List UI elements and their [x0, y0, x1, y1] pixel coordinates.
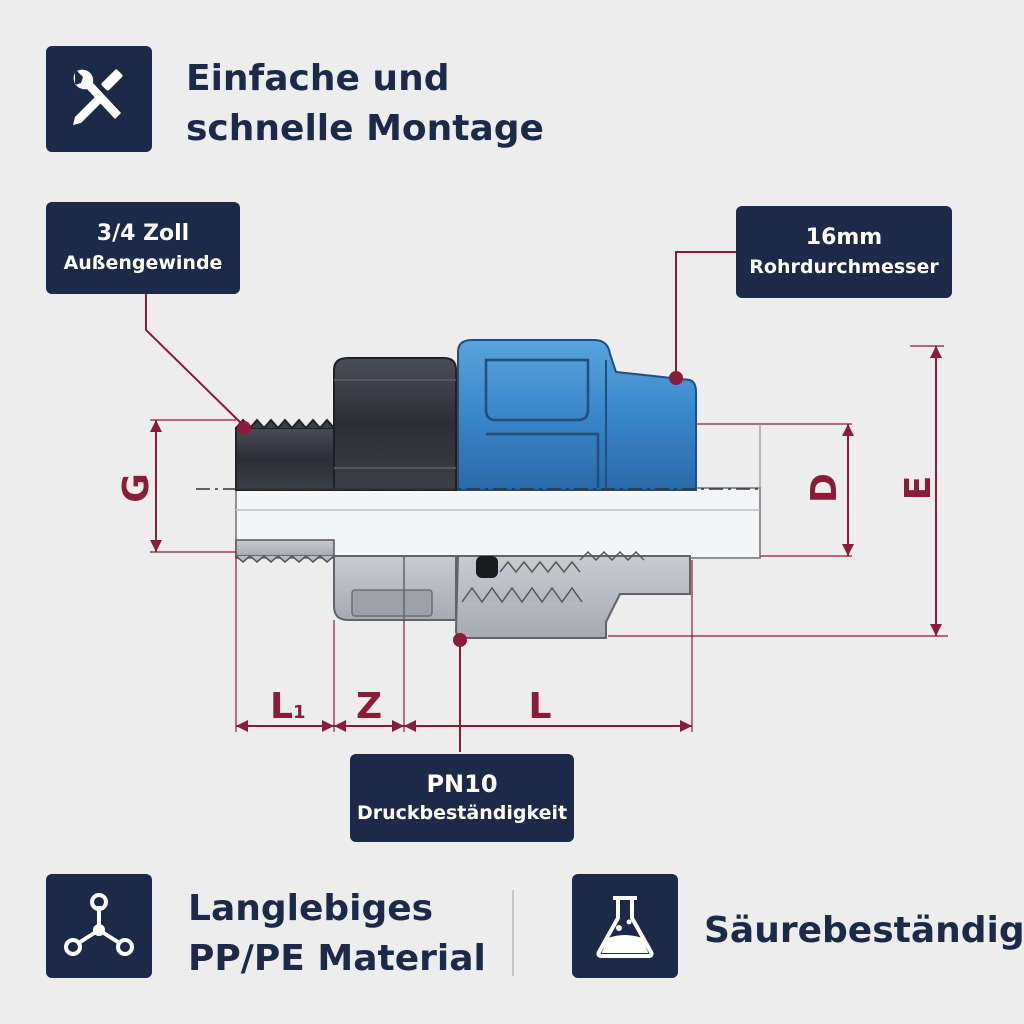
callout-thread-line2: Außengewinde: [63, 252, 223, 274]
dim-label-l1-main: L: [270, 686, 293, 727]
callout-pipe-line2: Rohrdurchmesser: [749, 256, 939, 278]
dim-label-z: Z: [356, 686, 382, 727]
assembly-icon-box: [46, 46, 152, 152]
feature-assembly-line1: Einfache und: [186, 58, 450, 99]
feature-acid-text: Säurebeständig: [704, 906, 1024, 956]
wrench-screwdriver-icon: [73, 69, 123, 125]
callout-thread: 3/4 Zoll Außengewinde: [46, 202, 240, 294]
dim-label-l1-sub: 1: [293, 702, 306, 723]
flask-icon: [596, 896, 654, 958]
feature-acid-label: Säurebeständig: [704, 910, 1024, 951]
callout-thread-line1: 3/4 Zoll: [96, 221, 190, 246]
dim-label-e: E: [898, 476, 939, 501]
dim-label-l1: L1: [270, 686, 305, 727]
callout-pressure-line1: PN10: [426, 770, 498, 798]
dim-label-d: D: [804, 473, 845, 503]
callout-pipe-line1: 16mm: [805, 225, 883, 250]
feature-material-line1: Langlebiges: [188, 888, 434, 929]
callout-dots: [237, 371, 683, 647]
feature-assembly-text: Einfache und schnelle Montage: [186, 54, 544, 154]
acid-icon-box: [572, 874, 678, 978]
dim-label-g: G: [116, 473, 157, 503]
dim-label-l: L: [529, 686, 552, 727]
callout-leaders: [145, 251, 736, 752]
material-icon-box: [46, 874, 152, 978]
hex-body: [333, 357, 457, 621]
dimension-arrows: [150, 346, 942, 732]
cutaway-section: [403, 550, 691, 639]
feature-material-line2: PP/PE Material: [188, 938, 486, 979]
threaded-nipple: [235, 418, 335, 563]
callout-pipe-diameter: 16mm Rohrdurchmesser: [736, 206, 952, 298]
dimension-lines: [150, 345, 948, 732]
feature-divider: [512, 890, 514, 976]
feature-assembly-line2: schnelle Montage: [186, 108, 544, 149]
blue-clamp-nut: [457, 339, 697, 491]
callout-pressure: PN10 Druckbeständigkeit: [350, 754, 574, 842]
molecule-icon: [64, 893, 134, 956]
feature-material-text: Langlebiges PP/PE Material: [188, 884, 486, 984]
callout-pressure-line2: Druckbeständigkeit: [356, 802, 568, 824]
